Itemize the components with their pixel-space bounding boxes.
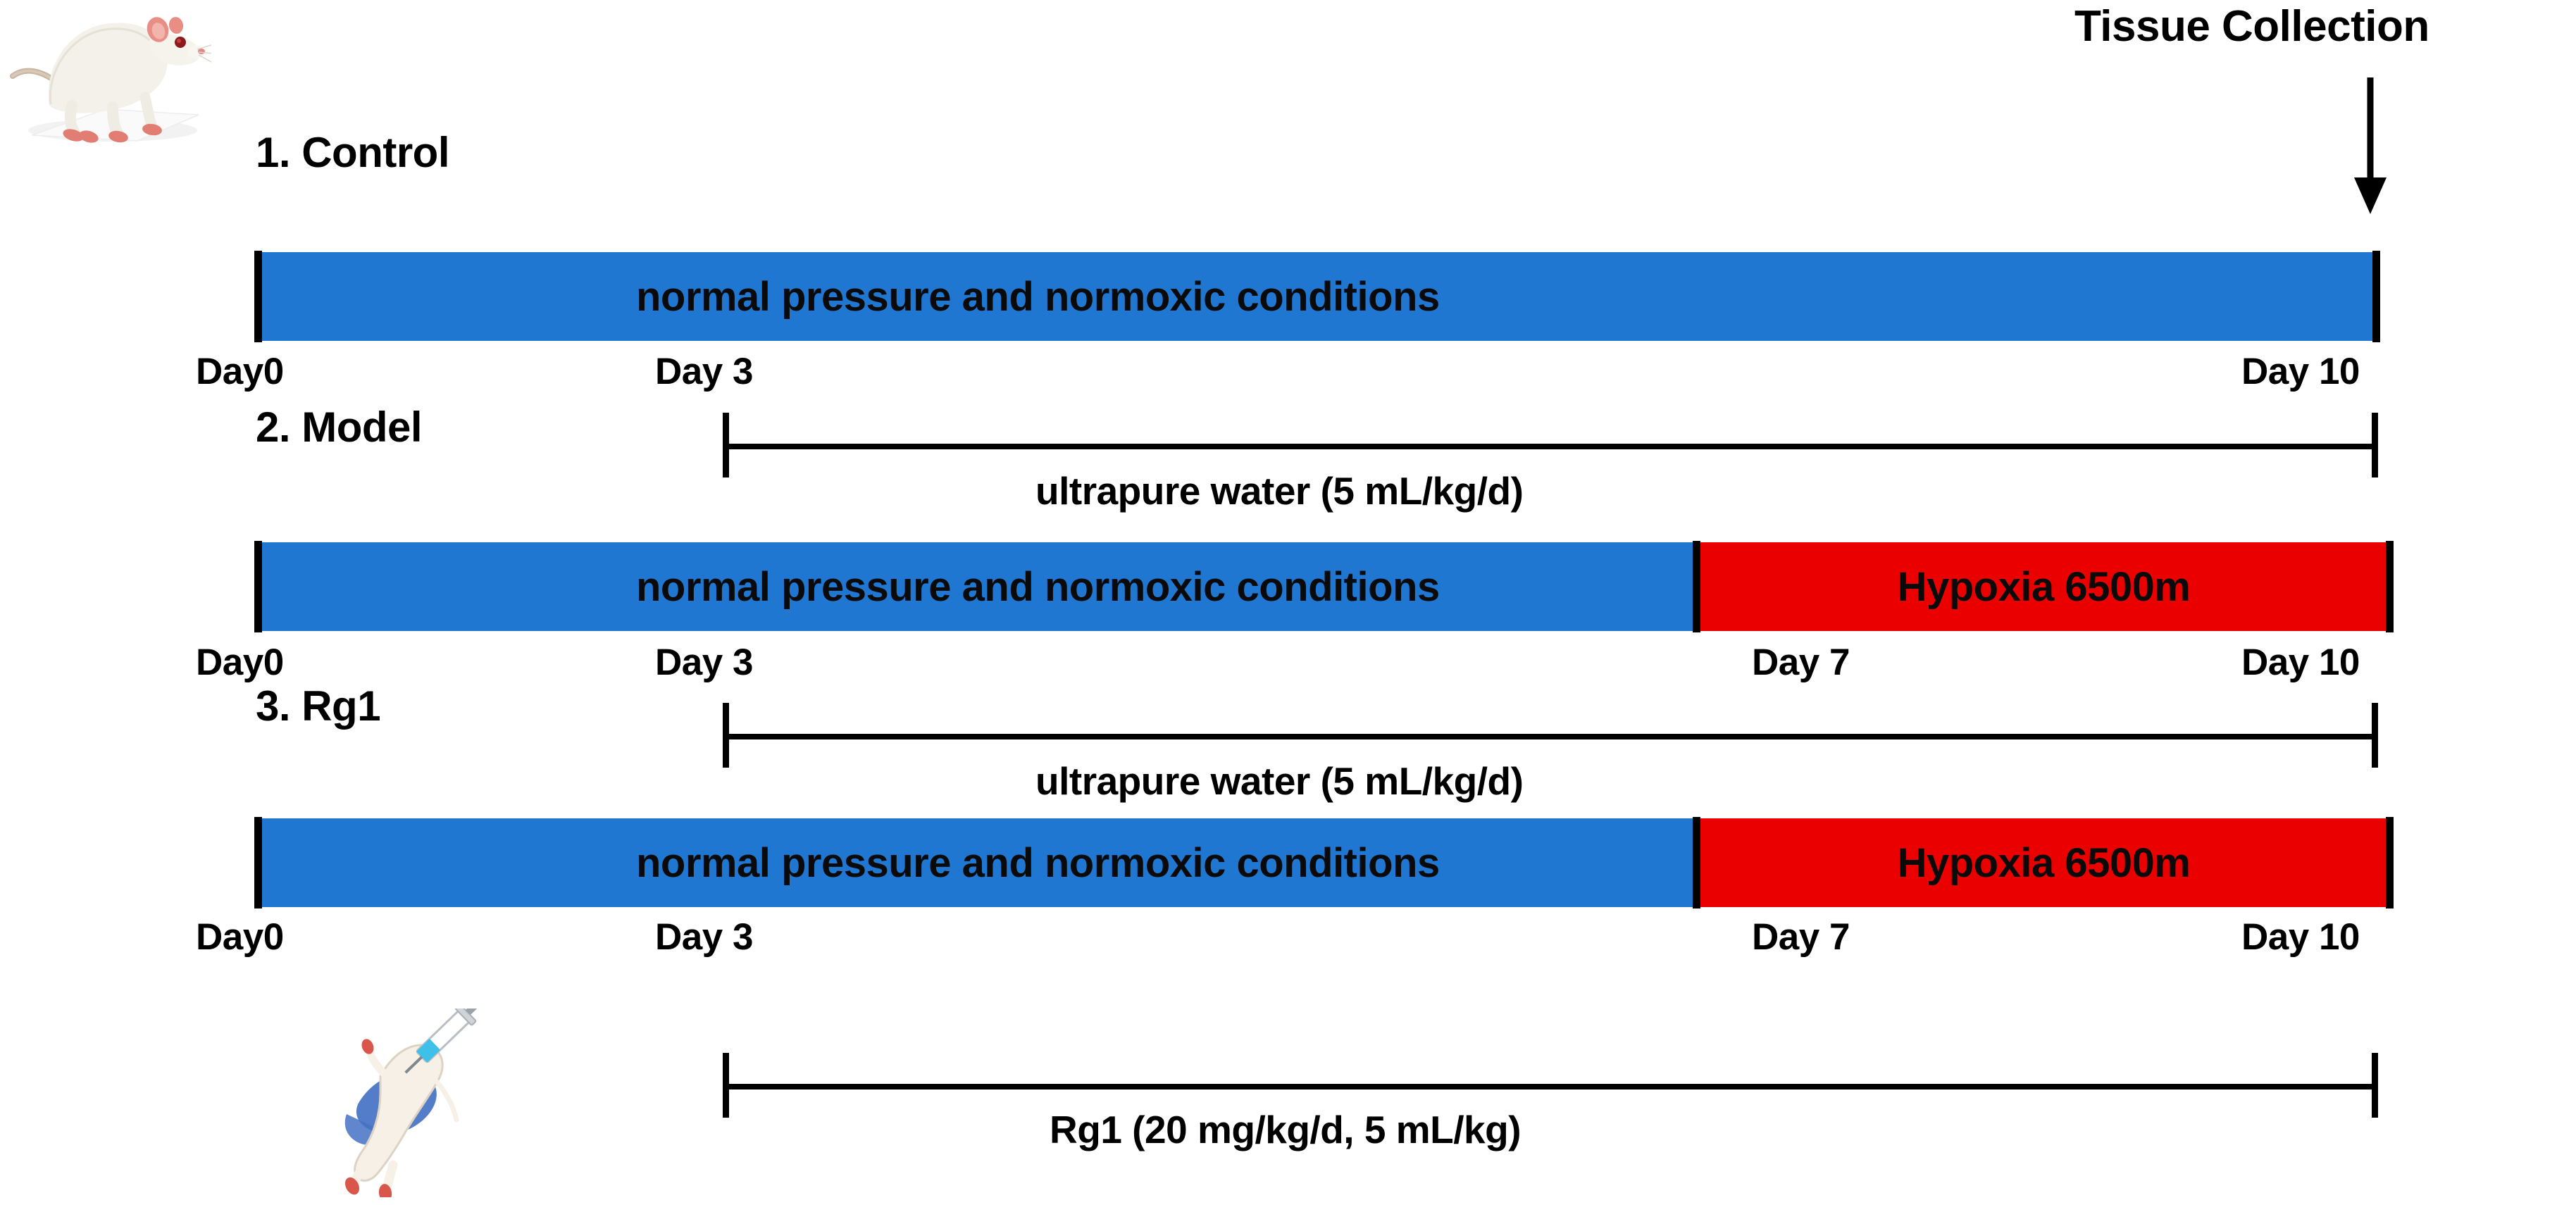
segment-normoxia-model: normal pressure and normoxic conditions <box>256 542 1696 631</box>
bracket-cap-end <box>2372 703 2378 768</box>
group-title-rg1: 3. Rg1 <box>256 682 381 730</box>
day-label-day7-model: Day 7 <box>1752 642 1850 683</box>
bracket-cap-end <box>2372 413 2378 477</box>
down-arrow-icon <box>2348 77 2393 215</box>
day-label-day10-control: Day 10 <box>2241 351 2360 392</box>
day-label-day0-model: Day0 <box>196 642 284 683</box>
segment-hypoxia-model: Hypoxia 6500m <box>1696 542 2391 631</box>
day-label-day3-rg1: Day 3 <box>655 916 753 958</box>
treatment-bracket-control <box>723 413 2378 477</box>
day-label-day0-rg1: Day0 <box>196 916 284 958</box>
group-title-control: 1. Control <box>256 129 450 176</box>
segment-label: Hypoxia 6500m <box>1897 839 2191 886</box>
segment-normoxia-rg1: normal pressure and normoxic conditions <box>256 818 1696 907</box>
day-label-day3-model: Day 3 <box>655 642 753 683</box>
bracket-cap-start <box>723 413 729 477</box>
treatment-label-control: ultrapure water (5 mL/kg/d) <box>1035 469 1524 513</box>
segment-hypoxia-rg1: Hypoxia 6500m <box>1696 818 2391 907</box>
group-title-model: 2. Model <box>256 404 423 451</box>
day-label-day7-rg1: Day 7 <box>1752 916 1850 958</box>
day10-tick-rg1 <box>2386 817 2394 909</box>
day0-tick-control <box>254 251 262 342</box>
segment-label: normal pressure and normoxic conditions <box>636 839 1440 886</box>
day-label-day10-model: Day 10 <box>2241 642 2360 683</box>
lab-rat-illustration <box>7 0 213 151</box>
bracket-cap-start <box>723 703 729 768</box>
day7-tick-rg1 <box>1693 817 1700 909</box>
day0-tick-model <box>254 541 262 632</box>
day10-tick-control <box>2372 251 2380 342</box>
segment-label: Hypoxia 6500m <box>1897 563 2191 610</box>
timeline-bar-control: normal pressure and normoxic conditions <box>254 251 2380 342</box>
day0-tick-rg1 <box>254 817 262 909</box>
bracket-line <box>723 444 2378 449</box>
treatment-bracket-rg1 <box>723 1053 2378 1118</box>
day-label-day3-control: Day 3 <box>655 351 753 392</box>
timeline-bar-rg1: normal pressure and normoxic conditions … <box>254 817 2394 909</box>
segment-normoxia-control: normal pressure and normoxic conditions <box>256 252 2377 341</box>
day-label-day0-control: Day0 <box>196 351 284 392</box>
bracket-line <box>723 734 2378 739</box>
bracket-cap-end <box>2372 1053 2378 1118</box>
day-label-day10-rg1: Day 10 <box>2241 916 2360 958</box>
treatment-bracket-model <box>723 703 2378 768</box>
tissue-collection-label: Tissue Collection <box>2074 2 2429 51</box>
bracket-line <box>723 1084 2378 1090</box>
bracket-cap-start <box>723 1053 729 1118</box>
rat-oral-gavage-illustration <box>316 999 499 1202</box>
day10-tick-model <box>2386 541 2394 632</box>
treatment-label-rg1: Rg1 (20 mg/kg/d, 5 mL/kg) <box>1050 1108 1522 1151</box>
timeline-bar-model: normal pressure and normoxic conditions … <box>254 541 2394 632</box>
segment-label: normal pressure and normoxic conditions <box>636 563 1440 610</box>
treatment-label-model: ultrapure water (5 mL/kg/d) <box>1035 759 1524 803</box>
day7-tick-model <box>1693 541 1700 632</box>
segment-label: normal pressure and normoxic conditions <box>636 273 1440 320</box>
